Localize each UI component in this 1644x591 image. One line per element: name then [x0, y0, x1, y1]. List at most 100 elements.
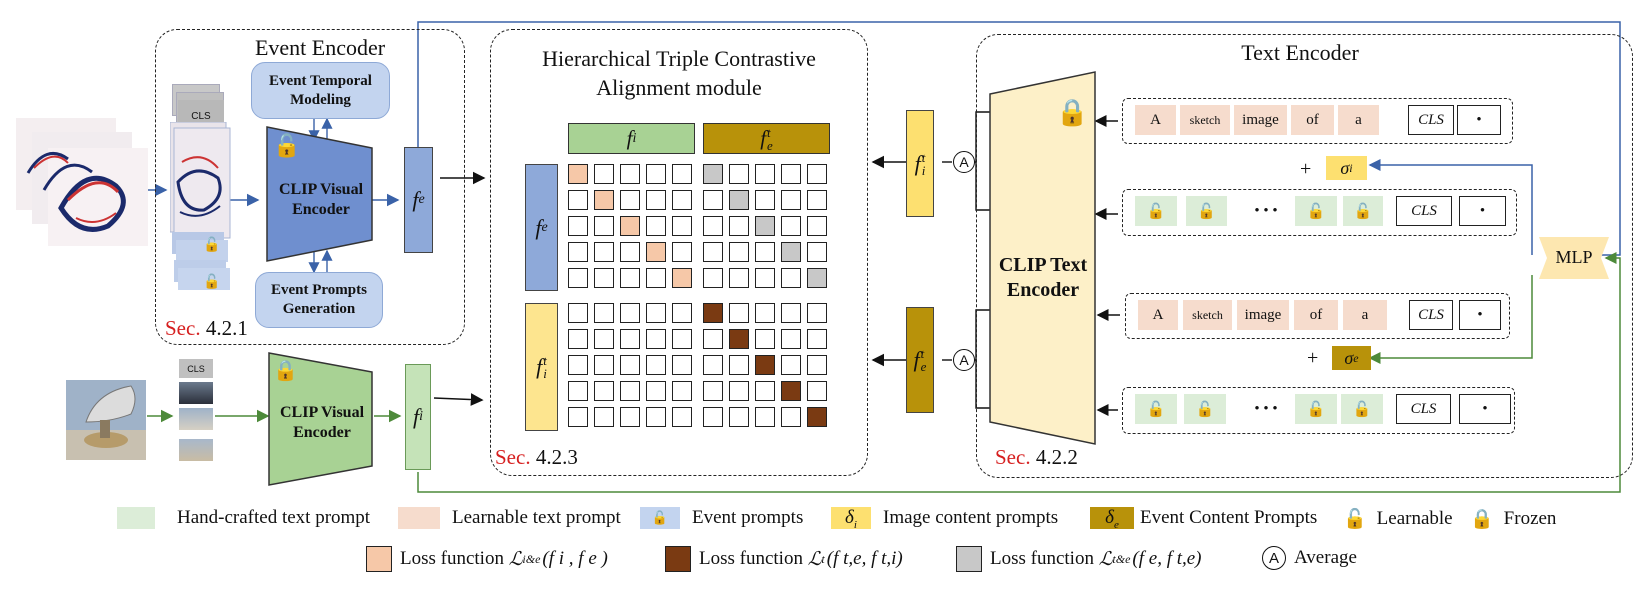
- grid-cell: [594, 303, 614, 323]
- token: of: [1294, 300, 1338, 330]
- grid-cell: [620, 268, 640, 288]
- grid-cell: [620, 381, 640, 401]
- token: sketch: [1183, 300, 1232, 330]
- learnable-token-icon: 🔓: [1135, 196, 1177, 226]
- grid-cell: [646, 268, 666, 288]
- grid-cell: [594, 329, 614, 349]
- grid-cell: [781, 329, 801, 349]
- grid-cell: [781, 216, 801, 236]
- alignment-panel: [490, 29, 868, 476]
- grid-cell: [594, 355, 614, 375]
- grid-cell: [646, 216, 666, 236]
- alignment-title-1: Hierarchical Triple Contrastive: [542, 46, 816, 71]
- grid-cell: [568, 381, 588, 401]
- grid-cell: [646, 381, 666, 401]
- grid-cell: [568, 303, 588, 323]
- learnable-token-icon: 🔓: [1343, 196, 1383, 226]
- grid-cell: [672, 329, 692, 349]
- sec-prefix: Sec.: [165, 316, 201, 340]
- fi-sup: i: [419, 409, 423, 424]
- grid-cell: [620, 216, 640, 236]
- token: a: [1338, 105, 1379, 135]
- grid-cell: [594, 268, 614, 288]
- frozen-lock-icon: 🔒: [273, 360, 298, 382]
- prompt-row-learnable-image: 🔓 🔓 • • • 🔓 🔓 CLS •: [1122, 189, 1517, 236]
- delta-i: δ: [845, 507, 854, 528]
- grid-cell: [568, 216, 588, 236]
- grid-cell: [568, 164, 588, 184]
- grid-cell: [703, 242, 723, 262]
- token: A: [1138, 300, 1178, 330]
- clip-text-encoder-label: CLIP Text Encoder: [998, 254, 1088, 301]
- grid-cell: [781, 242, 801, 262]
- grid-cell: [807, 268, 827, 288]
- average-icon: A: [1262, 546, 1286, 570]
- header-fet-sub: e: [767, 137, 773, 153]
- token: a: [1343, 300, 1387, 330]
- grid-cell: [620, 303, 640, 323]
- grid-cell: [781, 190, 801, 210]
- ellipsis: • • •: [1254, 400, 1278, 417]
- grid-cell: [703, 407, 723, 427]
- cls-token: CLS: [1396, 394, 1451, 424]
- grid-cell: [672, 381, 692, 401]
- prompt-row-handcrafted-event: A sketch image of a CLS •: [1125, 293, 1510, 339]
- token: of: [1291, 105, 1334, 135]
- fit-sub: i: [921, 162, 926, 178]
- grid-cell: [620, 329, 640, 349]
- grid-cell: [807, 242, 827, 262]
- grid-cell: [807, 164, 827, 184]
- header-fet-f: f: [760, 126, 767, 150]
- fe-sup: e: [418, 192, 425, 207]
- legend-hand-crafted: Hand-crafted text prompt: [117, 507, 370, 529]
- legend-learnable-label: Learnable: [1376, 508, 1453, 529]
- learnable-token-icon: 🔓: [1186, 196, 1227, 226]
- fit-sup: t: [921, 149, 926, 165]
- learnable-token-icon: 🔓: [1295, 394, 1337, 424]
- clip-visual-encoder-image-label: CLIP Visual Encoder: [279, 404, 365, 441]
- grid-cell: [594, 164, 614, 184]
- legend-event-content-label: Event Content Prompts: [1140, 507, 1318, 528]
- legend-frozen: 🔒Frozen: [1470, 507, 1556, 531]
- grid-cell: [568, 329, 588, 349]
- average-icon: A: [953, 349, 975, 371]
- grid-cell: [729, 242, 749, 262]
- grid-cell: [646, 190, 666, 210]
- grid-cell: [703, 303, 723, 323]
- loss-te-math: ℒ: [1098, 548, 1113, 570]
- event-temporal-modeling: Event Temporal Modeling: [251, 62, 390, 119]
- text-encoder-panel: [976, 34, 1633, 478]
- grid-cell: [703, 190, 723, 210]
- sigma-e: σ: [1344, 347, 1354, 368]
- legend-learnable-text-label: Learnable text prompt: [452, 507, 621, 528]
- grid-cell: [703, 329, 723, 349]
- sec-num: 4.2.1: [205, 316, 248, 340]
- alignment-title-2: Alignment module: [596, 75, 762, 100]
- token: sketch: [1180, 105, 1230, 135]
- sigma-e-sub: e: [1353, 350, 1359, 365]
- cls-token: CLS: [1396, 196, 1452, 226]
- grid-cell: [807, 329, 827, 349]
- grid-cell: [672, 303, 692, 323]
- sigma-i-sub: i: [1349, 160, 1353, 175]
- event-encoder-panel: [155, 29, 465, 345]
- grid-cell: [807, 381, 827, 401]
- grid-cell: [620, 355, 640, 375]
- section-422: Sec. 4.2.2: [995, 445, 1078, 470]
- learnable-token-icon: 🔓: [1135, 394, 1177, 424]
- grid-cell: [703, 216, 723, 236]
- image-patch: [179, 439, 213, 461]
- learnable-icon: 🔓: [1343, 509, 1367, 530]
- image-patch: [179, 382, 213, 404]
- delta-e-sub: e: [1113, 518, 1119, 531]
- grid-cell: [807, 216, 827, 236]
- grid-cell: [729, 190, 749, 210]
